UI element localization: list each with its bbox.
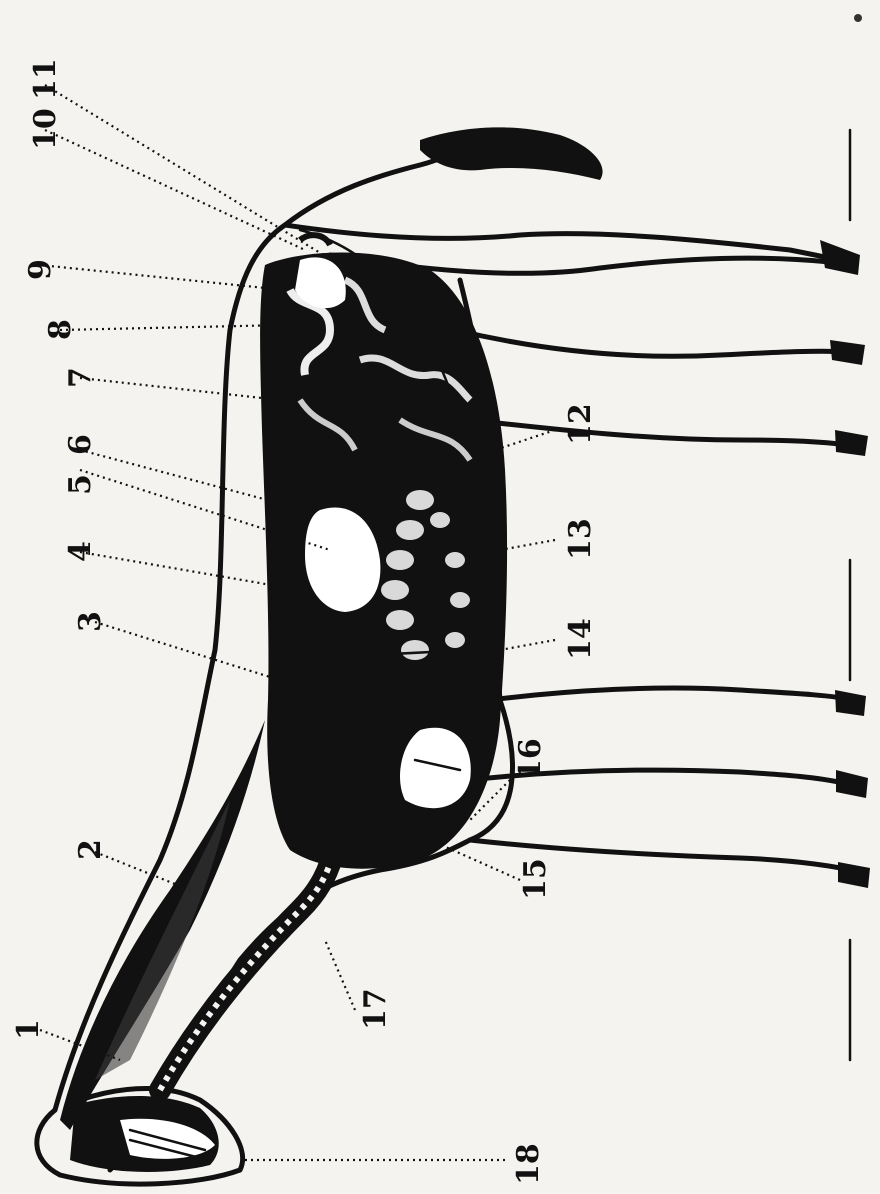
tail [420, 127, 603, 180]
label-3: 3 [73, 611, 108, 632]
label-1: 1 [11, 1019, 46, 1040]
label-8: 8 [43, 319, 78, 340]
label-18: 18 [511, 1143, 546, 1185]
label-4: 4 [63, 541, 98, 562]
label-10: 10 [28, 108, 63, 150]
label-14: 14 [563, 618, 598, 660]
label-2: 2 [73, 839, 108, 860]
label-16: 16 [513, 738, 548, 780]
label-15: 15 [518, 858, 553, 900]
label-5: 5 [63, 474, 98, 495]
label-11: 11 [28, 58, 63, 100]
body-cavity [260, 235, 507, 869]
label-17: 17 [358, 988, 393, 1030]
label-9: 9 [23, 259, 58, 280]
label-12: 12 [563, 403, 598, 445]
label-7: 7 [63, 367, 98, 388]
label-13: 13 [563, 518, 598, 560]
label-6: 6 [63, 434, 98, 455]
corner-dot [854, 14, 862, 22]
